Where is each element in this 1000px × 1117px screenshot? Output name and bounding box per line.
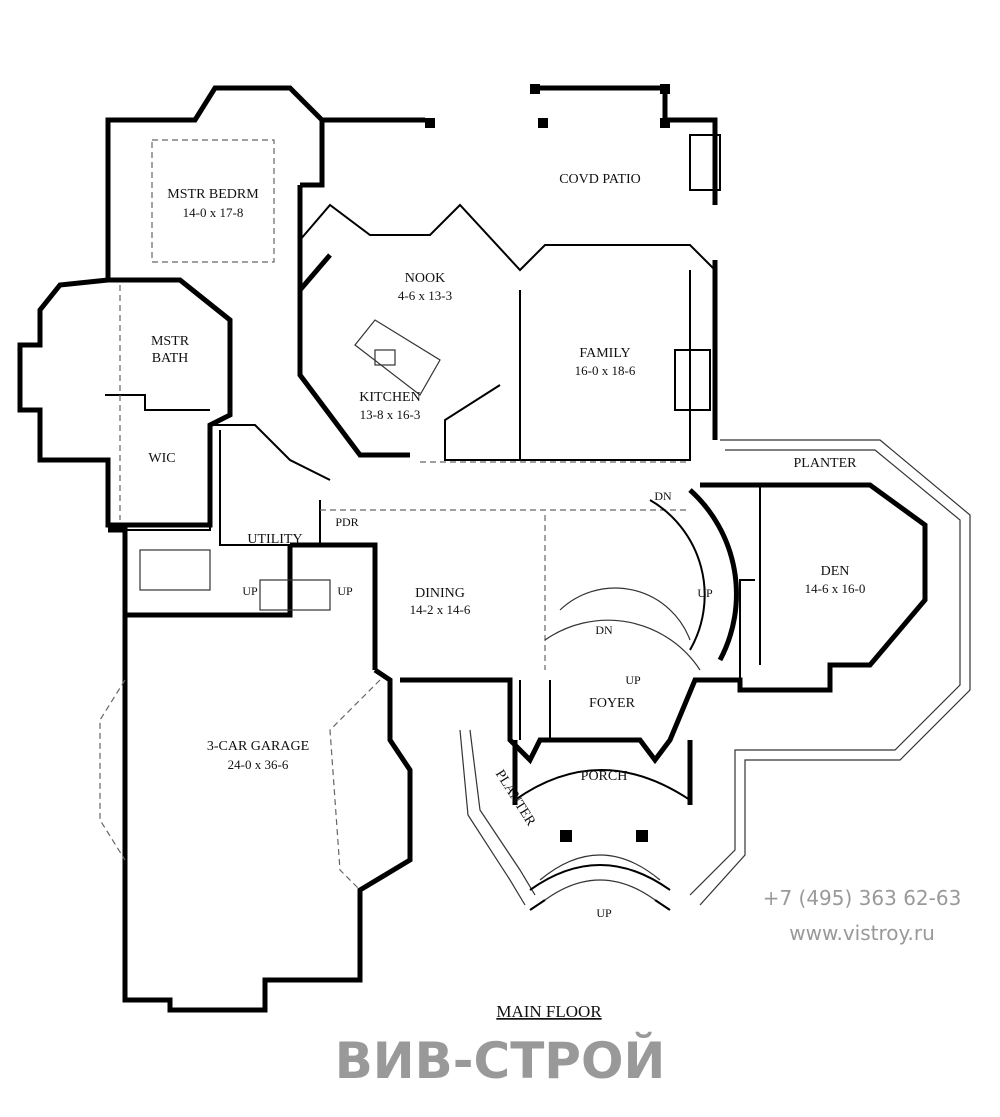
- garage-size: 24-0 x 36-6: [228, 757, 289, 772]
- family-size: 16-0 x 18-6: [575, 363, 636, 378]
- watermark-phone: +7 (495) 363 62-63: [763, 886, 962, 910]
- utility-stair: [139, 549, 331, 611]
- room-labels: COVD PATIO MSTR BEDRM 14-0 x 17-8 NOOK 4…: [148, 172, 865, 829]
- foyer-label: FOYER: [589, 696, 636, 711]
- dashed-lines: [99, 139, 690, 891]
- plan-title: MAIN FLOOR: [496, 1002, 602, 1021]
- kitchen-size: 13-8 x 16-3: [360, 407, 421, 422]
- den-label: DEN: [821, 564, 850, 579]
- master-bedroom-label: MSTR BEDRM: [167, 187, 259, 202]
- dining-size: 14-2 x 14-6: [410, 602, 471, 617]
- main-curved-stair: [544, 488, 739, 671]
- utility-stair-up-1: UP: [242, 584, 258, 598]
- patio-label: COVD PATIO: [559, 172, 641, 187]
- den-size: 14-6 x 16-0: [805, 581, 866, 596]
- stair-dn-label: DN: [654, 489, 672, 503]
- stair-labels: DN UP DN UP UP UP UP: [242, 489, 713, 920]
- family-label: FAMILY: [579, 346, 630, 361]
- master-bath-label-1: MSTR: [151, 334, 190, 349]
- master-bath-label-2: BATH: [152, 351, 189, 366]
- powder-label: PDR: [335, 515, 358, 529]
- dining-label: DINING: [415, 586, 465, 601]
- garage-label: 3-CAR GARAGE: [207, 739, 309, 754]
- watermark-url: www.vistroy.ru: [789, 921, 935, 945]
- interior-walls: [105, 203, 761, 740]
- patio-columns: [425, 84, 670, 128]
- kitchen-island: [354, 319, 441, 396]
- nook-size: 4-6 x 13-3: [398, 288, 452, 303]
- porch-stair-up-label: UP: [596, 906, 612, 920]
- nook-label: NOOK: [405, 271, 445, 286]
- master-bedroom-size: 14-0 x 17-8: [183, 205, 244, 220]
- stair-dn-inner-label: DN: [595, 623, 613, 637]
- planter-east-label: PLANTER: [794, 456, 858, 471]
- porch-label: PORCH: [581, 769, 628, 784]
- fireplaces: [674, 134, 721, 411]
- planter-outlines: [459, 439, 971, 906]
- watermark-logo: ВИВ-СТРОЙ: [335, 1031, 666, 1090]
- porch-stair: [529, 854, 671, 911]
- kitchen-label: KITCHEN: [359, 390, 420, 405]
- porch-walls: [512, 740, 693, 842]
- stair-up-label: UP: [697, 586, 713, 600]
- stair-up-inner-label: UP: [625, 673, 641, 687]
- utility-stair-up-2: UP: [337, 584, 353, 598]
- utility-label: UTILITY: [247, 532, 302, 547]
- exterior-walls: [17, 85, 928, 1013]
- watermark: ВИВ-СТРОЙ +7 (495) 363 62-63 www.vistroy…: [335, 886, 962, 1090]
- wic-label: WIC: [148, 451, 175, 466]
